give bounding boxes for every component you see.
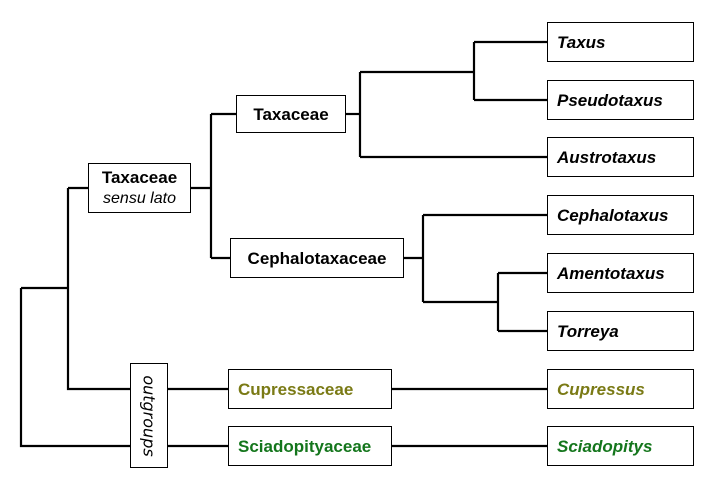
leaf-amentotaxus: Amentotaxus (547, 253, 694, 293)
leaf-sciadopitys-label: Sciadopitys (557, 436, 653, 456)
leaf-cupressus-label: Cupressus (557, 379, 645, 399)
leaf-pseudotaxus: Pseudotaxus (547, 80, 694, 120)
leaf-torreya: Torreya (547, 311, 694, 351)
node-cupressaceae-label: Cupressaceae (238, 379, 354, 399)
leaf-cephalotaxus-label: Cephalotaxus (557, 205, 669, 225)
leaf-taxus: Taxus (547, 22, 694, 62)
node-outgroups-label: outgroups (139, 374, 159, 457)
node-sciadopityaceae: Sciadopityaceae (228, 426, 392, 466)
node-cephalotaxaceae-label: Cephalotaxaceae (247, 248, 387, 268)
node-cephalotaxaceae: Cephalotaxaceae (230, 238, 404, 278)
node-outgroups: outgroups (130, 363, 168, 468)
leaf-taxus-label: Taxus (557, 32, 606, 52)
node-sciadopityaceae-label: Sciadopityaceae (238, 436, 372, 456)
leaf-amentotaxus-label: Amentotaxus (557, 263, 665, 283)
node-taxaceae-sensu-lato: Taxaceae sensu lato (88, 163, 191, 213)
branch-root (19, 288, 130, 448)
leaf-austrotaxus-label: Austrotaxus (557, 147, 657, 167)
leaf-torreya-label: Torreya (557, 321, 619, 341)
branch-ingroup (66, 188, 130, 391)
leaf-pseudotaxus-label: Pseudotaxus (557, 90, 663, 110)
leaf-sciadopitys: Sciadopitys (547, 426, 694, 466)
node-taxaceae-sensu-lato-qualifier: sensu lato (103, 189, 176, 207)
node-taxaceae-label: Taxaceae (253, 104, 329, 124)
node-cupressaceae: Cupressaceae (228, 369, 392, 409)
leaf-austrotaxus: Austrotaxus (547, 137, 694, 177)
node-taxaceae: Taxaceae (236, 95, 346, 133)
leaf-cephalotaxus: Cephalotaxus (547, 195, 694, 235)
leaf-cupressus: Cupressus (547, 369, 694, 409)
node-taxaceae-sensu-lato-name: Taxaceae (101, 167, 178, 187)
